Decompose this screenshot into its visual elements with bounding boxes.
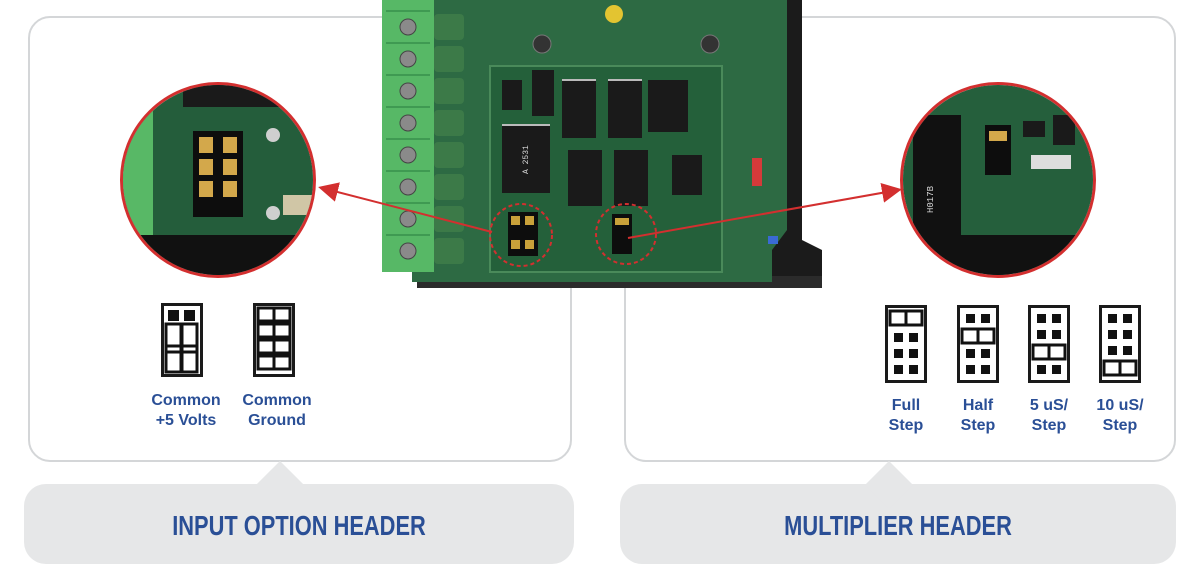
arrow-to-multiplier-zoom bbox=[627, 182, 902, 239]
input-option-title: INPUT OPTION HEADER bbox=[172, 510, 426, 541]
svg-text:H017B: H017B bbox=[926, 185, 936, 213]
label-5us-step: 5 uS/Step bbox=[1029, 397, 1069, 434]
multiplier-title: MULTIPLIER HEADER bbox=[784, 510, 1012, 541]
svg-text:A 2531: A 2531 bbox=[522, 145, 531, 174]
jumper-full-step bbox=[885, 305, 927, 383]
label-common-5v: Common+5 Volts bbox=[151, 392, 221, 429]
arrow-to-input-zoom bbox=[318, 182, 493, 233]
circuit-board-photo: A 2531 bbox=[382, 0, 822, 288]
label-10us-step: 10 uS/Step bbox=[1096, 397, 1144, 434]
jumper-half-step bbox=[957, 305, 999, 383]
callout-arrows bbox=[318, 182, 902, 239]
jumper-5us-step bbox=[1028, 305, 1070, 383]
jumper-10us-step bbox=[1099, 305, 1141, 383]
